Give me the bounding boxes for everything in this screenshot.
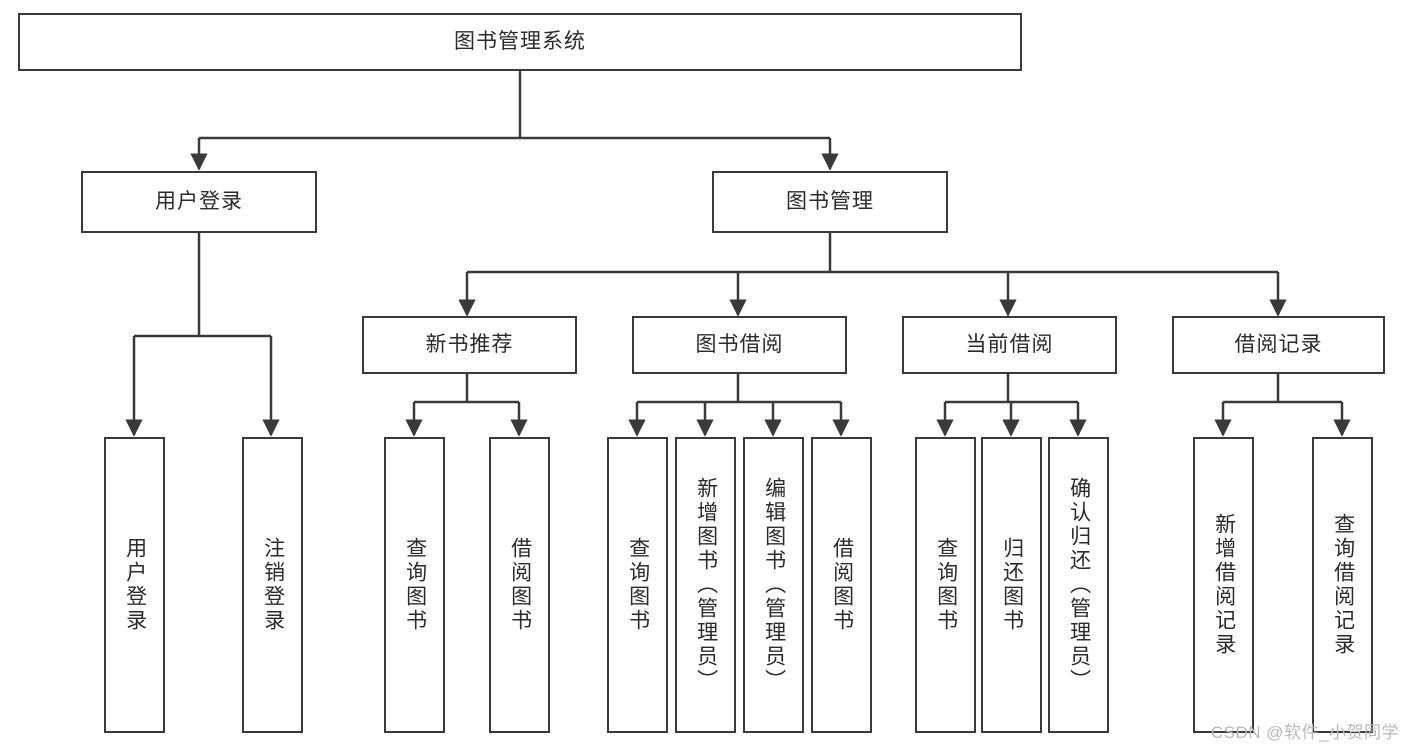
node-label: 新增图书（管理员） [694,477,718,693]
node-label: 当前借阅 [965,333,1054,357]
node-label: 借阅图书 [830,537,854,633]
node-leaf-query-book-current[interactable]: 查询图书 [915,437,976,733]
node-label: 查询图书 [934,537,958,633]
node-label: 注销登录 [261,537,285,633]
node-leaf-add-borrow-record[interactable]: 新增借阅记录 [1193,437,1254,733]
node-leaf-query-book-borrow[interactable]: 查询图书 [607,437,668,733]
node-leaf-confirm-return-admin[interactable]: 确认归还（管理员） [1048,437,1109,733]
node-label: 借阅记录 [1234,333,1323,357]
node-leaf-borrow-book-borrow[interactable]: 借阅图书 [811,437,872,733]
node-label: 编辑图书（管理员） [762,477,786,693]
node-leaf-return-book[interactable]: 归还图书 [981,437,1042,733]
node-root-book-management-system[interactable]: 图书管理系统 [18,13,1022,71]
node-label: 新增借阅记录 [1212,513,1236,657]
node-label: 借阅图书 [508,537,532,633]
node-label: 用户登录 [123,537,147,633]
node-leaf-logout[interactable]: 注销登录 [242,437,303,733]
node-label: 图书管理系统 [454,30,586,54]
node-book-management[interactable]: 图书管理 [712,171,948,233]
node-leaf-query-book-recommend[interactable]: 查询图书 [384,437,445,733]
node-leaf-borrow-book-recommend[interactable]: 借阅图书 [489,437,550,733]
node-leaf-edit-book-admin[interactable]: 编辑图书（管理员） [743,437,804,733]
node-book-borrow[interactable]: 图书借阅 [632,316,847,374]
node-label: 新书推荐 [425,333,514,357]
node-leaf-add-book-admin[interactable]: 新增图书（管理员） [675,437,736,733]
node-label: 归还图书 [1000,537,1024,633]
node-leaf-user-login[interactable]: 用户登录 [104,437,165,733]
node-label: 图书管理 [786,190,874,214]
node-leaf-query-borrow-record[interactable]: 查询借阅记录 [1312,437,1373,733]
node-current-borrow[interactable]: 当前借阅 [902,316,1117,374]
node-label: 查询借阅记录 [1331,513,1355,657]
node-new-book-recommend[interactable]: 新书推荐 [362,316,577,374]
node-label: 用户登录 [155,190,243,214]
node-label: 确认归还（管理员） [1067,477,1091,693]
node-label: 图书借阅 [695,333,784,357]
node-label: 查询图书 [403,537,427,633]
node-label: 查询图书 [626,537,650,633]
node-user-login[interactable]: 用户登录 [81,171,317,233]
csdn-watermark: CSDN @软件_小贺同学 [1210,723,1399,742]
node-borrow-record[interactable]: 借阅记录 [1172,316,1385,374]
